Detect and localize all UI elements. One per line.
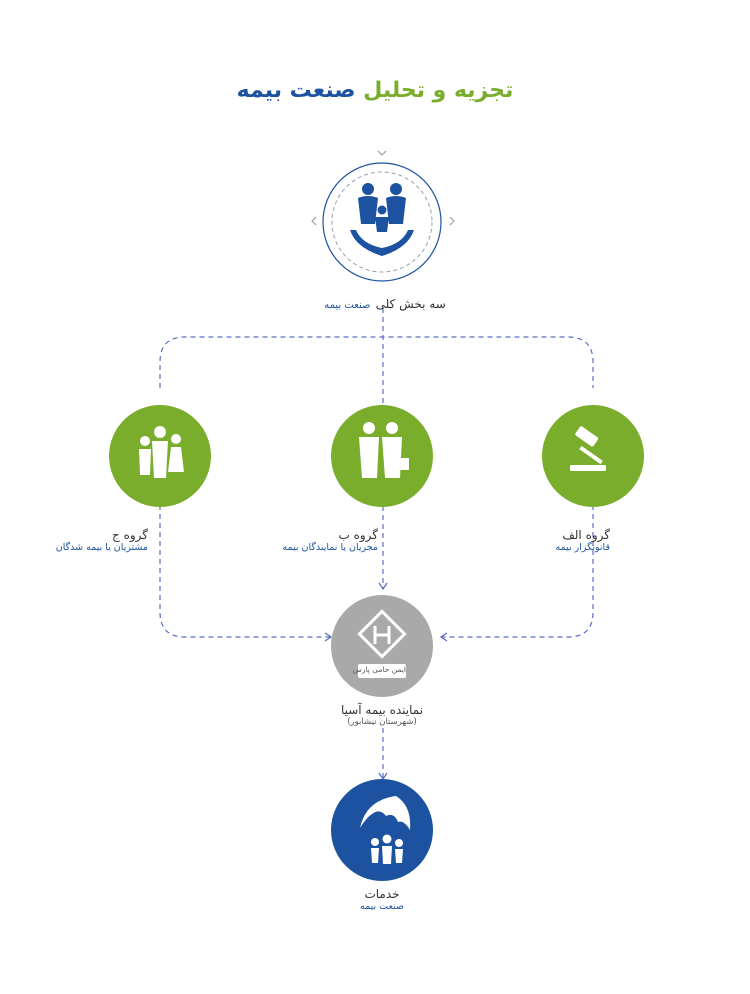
arrowheads [324, 582, 448, 781]
family-protect-icon [350, 183, 414, 256]
chevron-right-icon [449, 216, 455, 226]
top-node-subtitle: صنعت بیمه [324, 300, 371, 311]
group-b-subtitle: مجریان یا نمایندگان بیمه [282, 542, 378, 553]
services-title: خدمات [364, 887, 400, 901]
connector-horizontal [159, 336, 594, 388]
chevron-down-icon [377, 150, 387, 156]
company-logo [357, 609, 407, 659]
title-part-1: تجزیه و تحلیل [363, 78, 514, 103]
connector-right-down [442, 505, 594, 638]
services-label: خدمات صنعت بیمه [320, 887, 444, 912]
arrowhead-top [378, 582, 388, 591]
services-node [331, 779, 433, 881]
group-b-title: گروه ب [338, 528, 378, 542]
group-a-subtitle: قانونگزار بیمه [555, 542, 610, 553]
agent-logo-text: ایمن حامی پارس [352, 665, 406, 674]
umbrella-family-icon [360, 796, 411, 864]
agent-label: نماینده بیمه آسیا (شهرستان نیشابور) [300, 703, 464, 727]
group-a-label: گروه الف قانونگزار بیمه [500, 528, 610, 553]
top-node-title: سه بخش کلی [375, 297, 446, 311]
agent-subtitle: (شهرستان نیشابور) [347, 717, 417, 727]
page-title: تجزیه و تحلیل صنعت بیمه [0, 78, 750, 103]
services-subtitle: صنعت بیمه [360, 901, 404, 912]
top-node-label: سه بخش کلی صنعت بیمه [300, 293, 470, 312]
group-c-subtitle: مشتریان یا بیمه شدگان [55, 542, 148, 553]
arrowhead-bottom [378, 772, 388, 781]
logo-text-bar [358, 664, 406, 678]
group-a-title: گروه الف [562, 528, 610, 542]
chevron-left-icon [311, 216, 317, 226]
business-people-icon [359, 422, 409, 478]
agent-title: نماینده بیمه آسیا [340, 703, 424, 717]
group-c-label: گروه ج مشتریان یا بیمه شدگان [40, 528, 148, 553]
group-b-label: گروه ب مجریان یا نمایندگان بیمه [260, 528, 378, 553]
family-icon [139, 426, 184, 478]
gavel-icon [570, 426, 606, 471]
group-c-title: گروه ج [112, 528, 148, 542]
group-b-node [331, 405, 433, 507]
title-part-2: صنعت بیمه [236, 78, 356, 103]
group-c-node [109, 405, 211, 507]
top-node [311, 150, 455, 282]
group-a-node [542, 405, 644, 507]
connector-left-down [159, 505, 330, 638]
arrowhead-left [324, 632, 333, 642]
agent-node [331, 595, 433, 697]
arrowhead-right [439, 632, 448, 642]
